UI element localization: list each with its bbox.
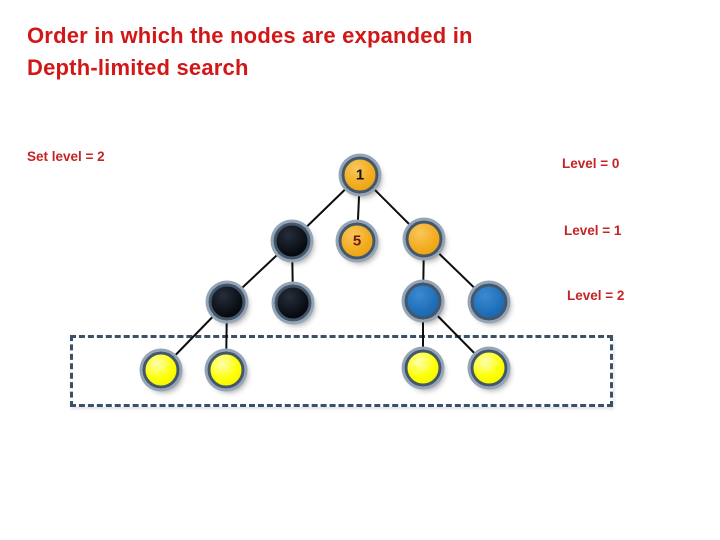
depth-limit-boundary-box <box>70 335 613 407</box>
tree-edge <box>160 301 228 371</box>
level-2-label: Level = 2 <box>567 288 625 303</box>
tree-edge <box>422 300 490 369</box>
tree-edge <box>356 174 361 242</box>
slide-title: Order in which the nodes are expanded in… <box>27 20 473 84</box>
tree-edge <box>226 240 293 303</box>
tree-edge <box>225 301 228 371</box>
tree-edge <box>291 174 361 242</box>
tree-edge <box>423 238 490 303</box>
tree-edge <box>291 240 294 304</box>
set-level-label: Set level = 2 <box>27 149 105 164</box>
slide-title-line2: Depth-limited search <box>27 55 249 80</box>
tree-edge <box>359 174 425 240</box>
tree-edge <box>422 238 425 302</box>
level-0-label: Level = 0 <box>562 156 620 171</box>
slide-title-line1: Order in which the nodes are expanded in <box>27 23 473 48</box>
level-1-label: Level = 1 <box>564 223 622 238</box>
